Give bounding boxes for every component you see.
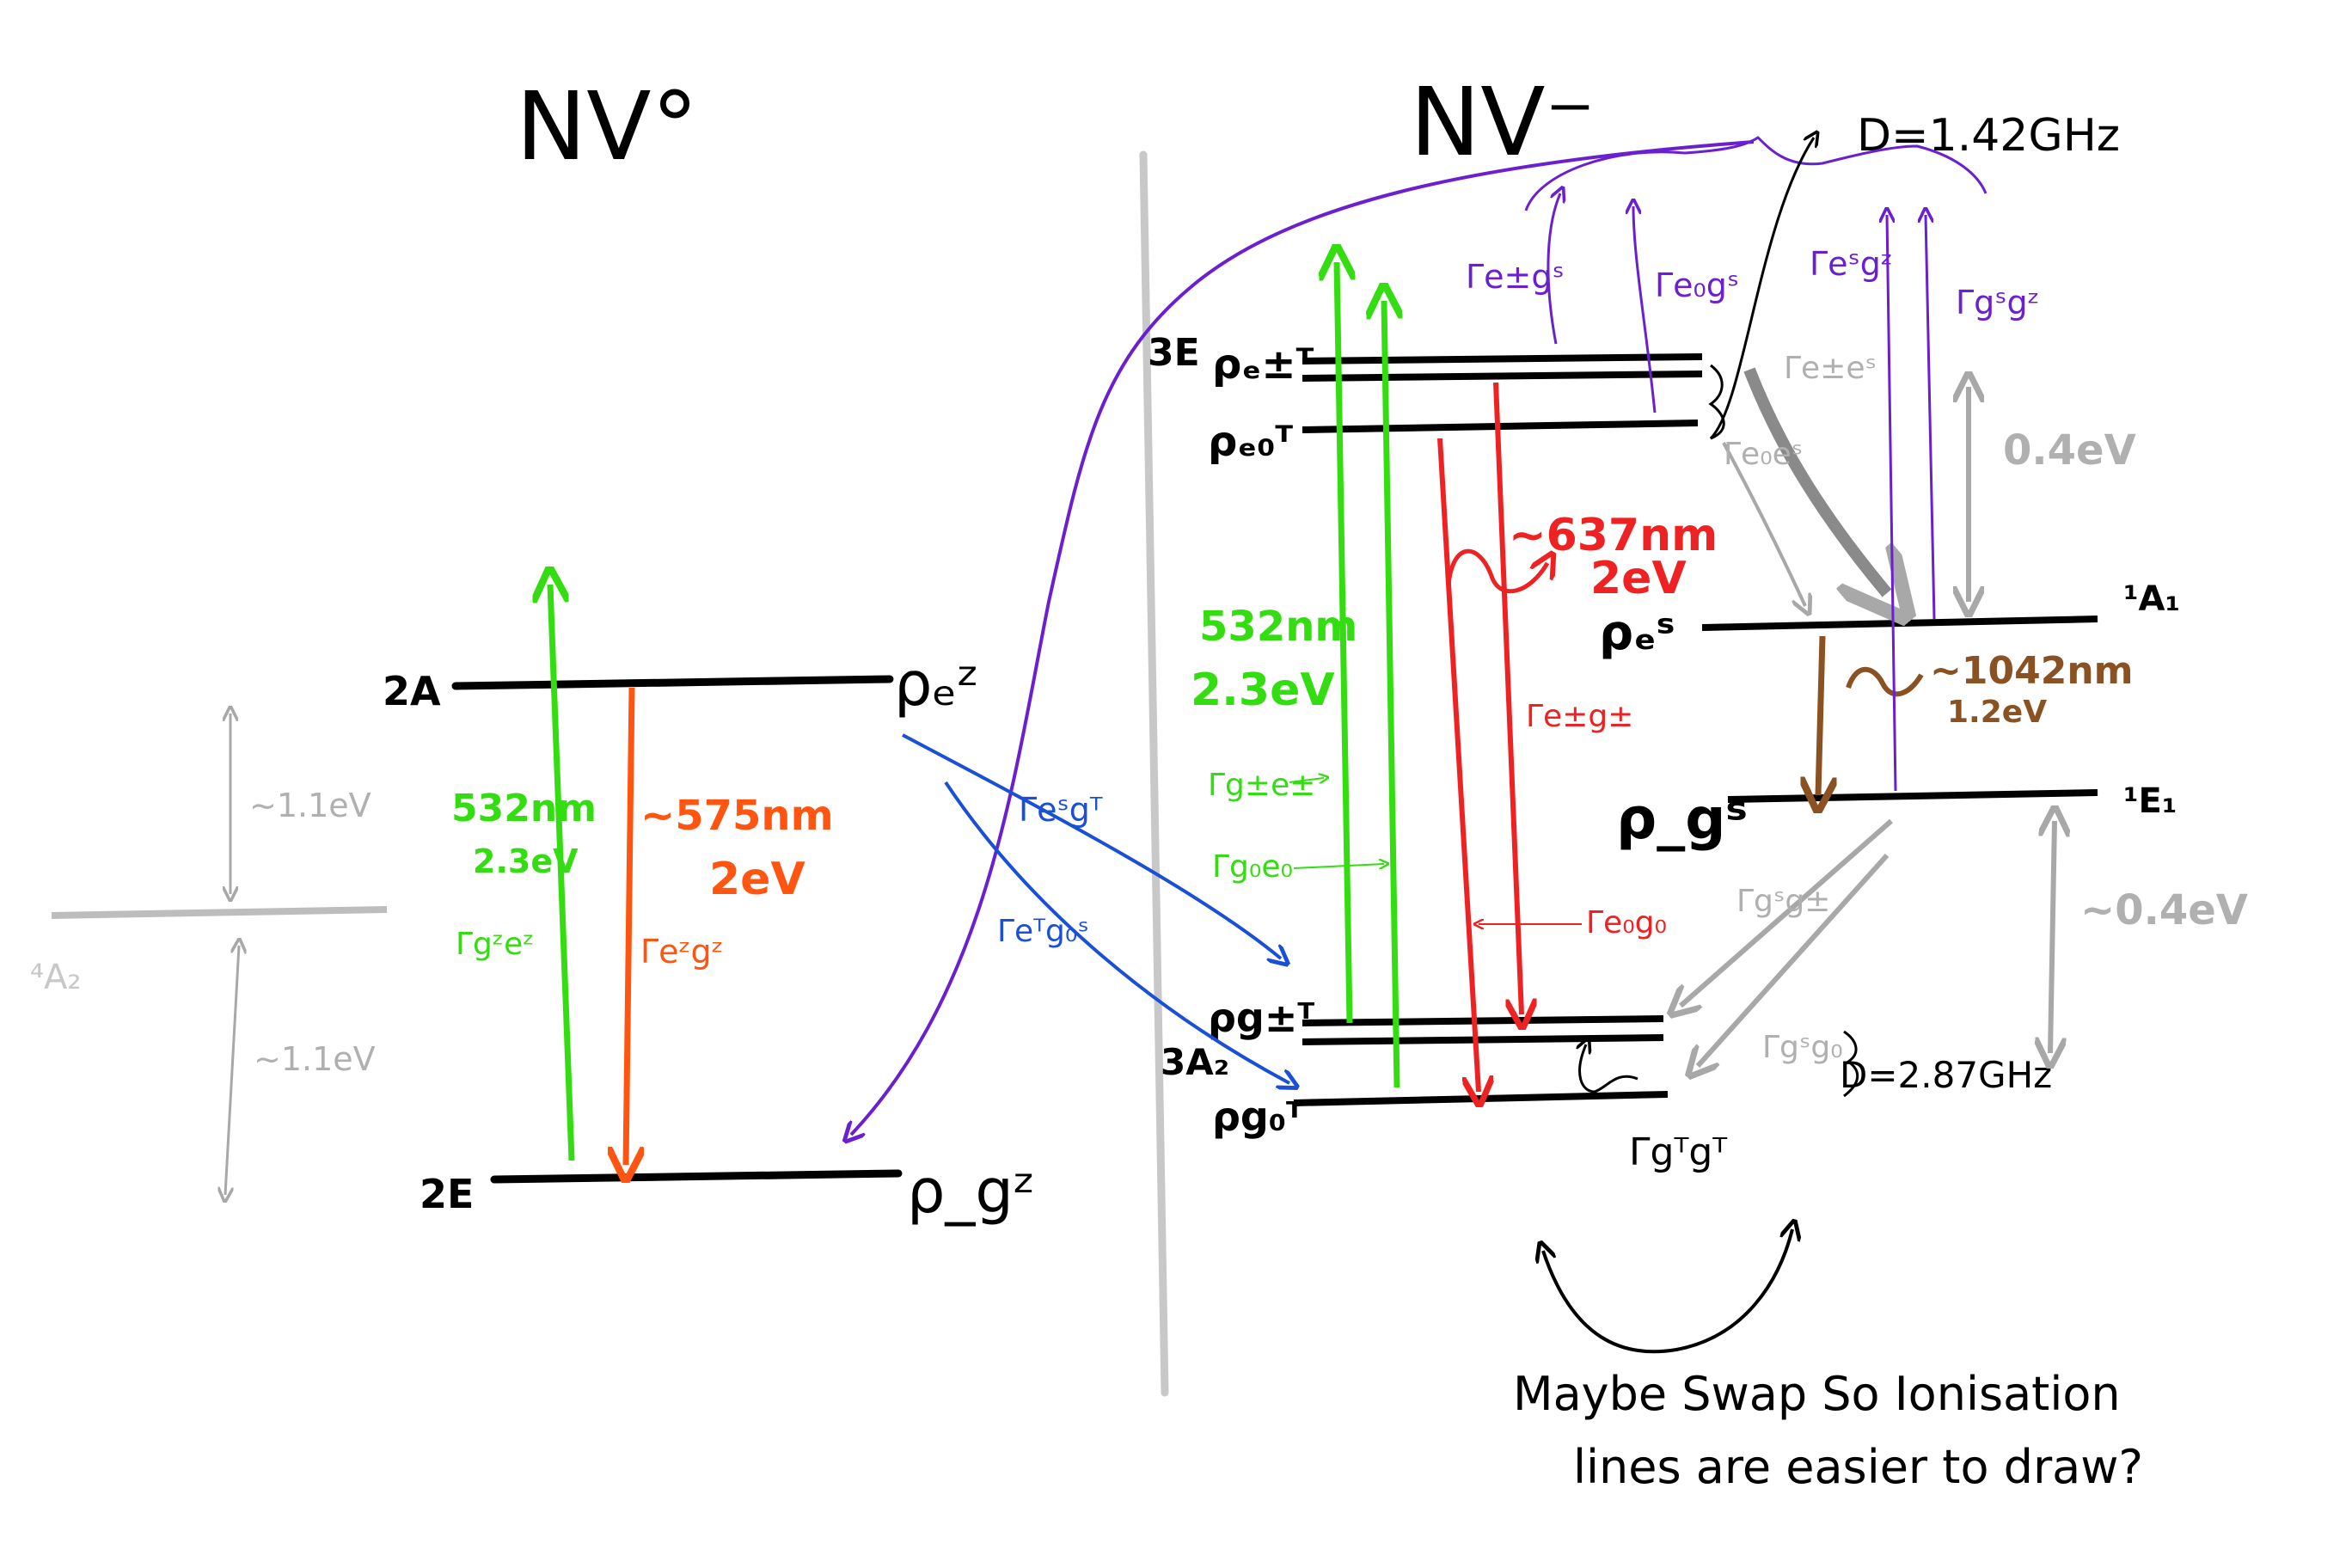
nvm-grey-gap-arrow-2 <box>2050 821 2055 1053</box>
nvm-grey-rate-4: Γgˢg₀ <box>1762 1030 1843 1065</box>
nv0-to-nvm-blue-arrow-1 <box>902 733 1281 959</box>
nvm-d-lower-brace <box>1843 1030 1859 1098</box>
nv0-grey-gap-lower-arrow <box>225 946 239 1195</box>
nv0-grey-gap-lower-label: ~1.1eV <box>254 1040 376 1078</box>
nv0-orange-rate: Γeᶻgᶻ <box>640 933 724 971</box>
nvm-rho-gs: ρ_gˢ <box>1616 786 1748 852</box>
swap-curve-arrow <box>1543 1229 1792 1354</box>
nvm-purple-rate-4: Γgˢgᶻ <box>1956 284 2040 322</box>
nvm-red-rate-pm: Γe±g± <box>1526 699 1633 734</box>
nvm-red-label-1: ~637nm <box>1509 510 1718 561</box>
nv0-green-rate: Γgᶻeᶻ <box>456 927 534 962</box>
nvm-purple-rate-3: Γeˢgᶻ <box>1810 245 1893 283</box>
nv0-2e-label: 2E <box>420 1171 474 1217</box>
nvm-purple-ion-arrow-4 <box>1926 215 1936 620</box>
nvm-rho-e0: ρₑ₀ᵀ <box>1208 418 1293 466</box>
nv0-orange-label-1: ~575nm <box>640 792 834 840</box>
blue-rate-2: Γeᵀg₀ˢ <box>997 914 1089 949</box>
nvm-ir-wavy <box>1846 666 1924 697</box>
nvm-3a2-0-level <box>1293 1091 1669 1106</box>
nvm-e1-label: ¹E₁ <box>2123 781 2177 821</box>
nv0-orange-label-2: 2eV <box>709 854 805 905</box>
nv0-rho-e-label: ρₑᶻ <box>894 649 979 720</box>
nvm-3a2-pm-level-2 <box>1302 1034 1664 1045</box>
nvm-grey-rate-1: Γe±eˢ <box>1784 351 1877 386</box>
nvm-purple-ion-arrow-3 <box>1887 215 1897 792</box>
nvm-a1-label: ¹A₁ <box>2123 579 2180 619</box>
nvm-green-label-1: 532nm <box>1199 603 1357 651</box>
nvm-rho-es: ρₑˢ <box>1599 605 1675 661</box>
nvm-grey-gap-label-1: 0.4eV <box>2003 426 2136 475</box>
nv0-title: NV° <box>516 71 699 181</box>
nvm-rho-e-pm: ρₑ±ᵀ <box>1212 340 1314 389</box>
nv0-2a-level <box>451 675 894 690</box>
nvm-d-lower: D=2.87GHz <box>1840 1054 2052 1096</box>
nv0-rho-g-label: ρ_gᶻ <box>907 1156 1036 1227</box>
nv0-to-nvm-blue-arrow-2 <box>944 781 1289 1083</box>
nvm-purple-ion-arrow-1 <box>1547 193 1560 345</box>
nvm-title: NV⁻ <box>1410 67 1596 177</box>
nvm-e1-level <box>1727 789 2098 803</box>
nvm-grey-rate-2: Γe₀eˢ <box>1724 437 1803 472</box>
nvm-grey-isc-arrow-pm <box>1743 367 1887 593</box>
nvm-3a2-label: 3A₂ <box>1161 1041 1229 1083</box>
nvm-green-excitation-arrow-pm <box>1337 262 1350 1024</box>
nvm-rho-g-pm: ρg±ᵀ <box>1208 995 1314 1041</box>
nvm-grey-gap-label-2: ~0.4eV <box>2080 886 2248 934</box>
nvm-d-upper: D=1.42GHz <box>1857 110 2120 162</box>
nvm-green-excitation-arrow-0 <box>1384 301 1397 1088</box>
blue-rate-1: Γeˢgᵀ <box>1019 791 1103 829</box>
note-line-1: Maybe Swap So Ionisation <box>1513 1367 2121 1421</box>
nvm-red-emission-arrow-0 <box>1437 438 1479 1092</box>
nv0-quartet-level <box>51 906 388 919</box>
nvm-green-rate-pm-pointer <box>1289 778 1324 782</box>
nv0-green-label-1: 532nm <box>451 787 597 830</box>
nvm-grey-isc-arrow-0 <box>1722 442 1805 606</box>
nvm-ir-label-2: 1.2eV <box>1947 695 2047 730</box>
nv0-orange-emission-arrow <box>626 687 632 1165</box>
nv0-2a-label: 2A <box>383 668 441 714</box>
nvm-d-upper-pointer <box>1708 138 1814 440</box>
nv0-green-excitation-arrow <box>550 585 575 1161</box>
nvm-3e-label: 3E <box>1148 331 1200 375</box>
nvm-3e-pm-level-1 <box>1302 353 1703 364</box>
nv0-quartet-label: ⁴A₂ <box>30 958 81 997</box>
nvm-grey-isc-arrow-gs-pm <box>1681 818 1893 1006</box>
nvm-purple-rate-1: Γe±gˢ <box>1466 258 1565 296</box>
nvm-grey-rate-3: Γgˢg± <box>1736 884 1830 919</box>
nv0-2e-level <box>490 1169 903 1184</box>
nvm-3e-pm-level-2 <box>1302 371 1703 382</box>
nvm-3a2-pm-level-1 <box>1302 1015 1664 1026</box>
nvm-a1-level <box>1701 616 2098 631</box>
nvm-to-nv0-purple-arrow <box>851 140 1755 1135</box>
nvm-purple-ion-arrow-2 <box>1633 206 1657 413</box>
nvm-ggt-curl-arrow <box>1580 1044 1638 1093</box>
nvm-green-rate-0: Γg₀e₀ <box>1212 849 1293 885</box>
nvm-red-label-2: 2eV <box>1590 553 1687 604</box>
nv0-grey-gap-upper-label: ~1.1eV <box>249 787 371 824</box>
nvm-red-emission-arrow-pm <box>1493 382 1522 1014</box>
nvm-red-rate-0: Γe₀g₀ <box>1586 905 1667 940</box>
nv0-green-label-2: 2.3eV <box>473 842 579 880</box>
nvm-green-label-2: 2.3eV <box>1191 665 1335 716</box>
nvm-green-rate-0-pointer <box>1293 864 1384 868</box>
nvm-ggt-rate: Γgᵀgᵀ <box>1629 1130 1728 1174</box>
nvm-grey-isc-arrow-gs-0 <box>1698 853 1890 1066</box>
nvm-purple-rate-2: Γe₀gˢ <box>1655 266 1739 304</box>
section-divider <box>1139 150 1169 1397</box>
nvm-ir-emission-arrow <box>1818 635 1822 795</box>
nvm-green-rate-pm: Γg±e± <box>1208 768 1315 803</box>
nvm-ir-label-1: ~1042nm <box>1930 649 2134 693</box>
note-line-2: lines are easier to draw? <box>1573 1440 2143 1494</box>
nvm-red-wavy-arrow <box>1446 551 1547 594</box>
nvm-rho-g0: ρg₀ᵀ <box>1212 1093 1303 1140</box>
